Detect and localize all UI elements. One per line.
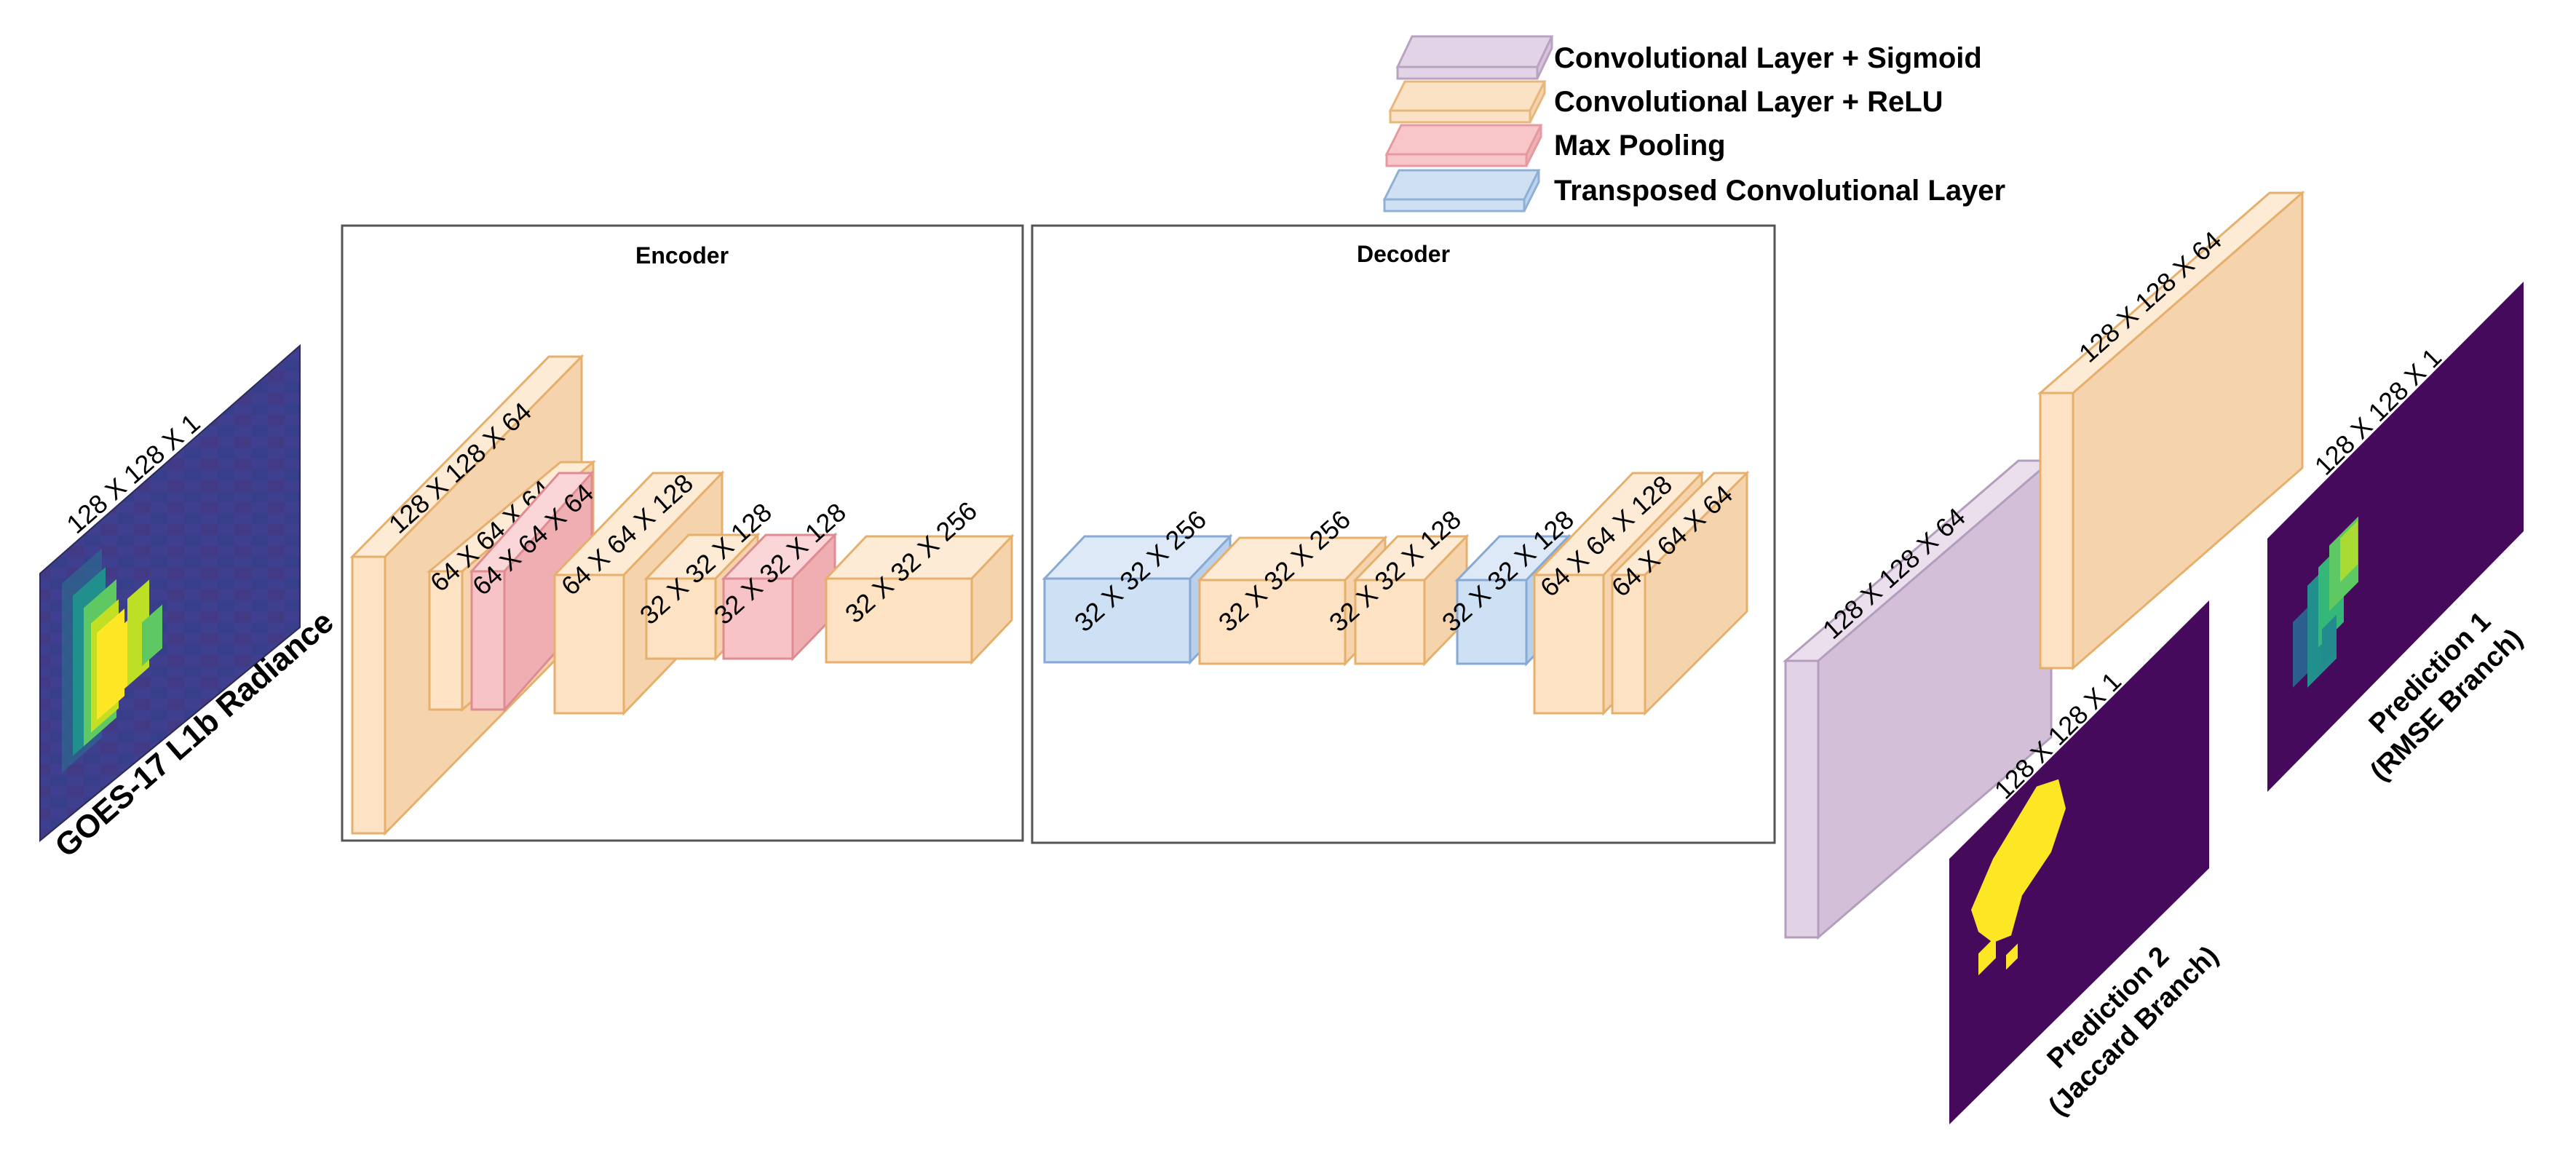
encoder-frame (341, 224, 1024, 842)
legend-label-relu: Convolutional Layer + ReLU (1554, 86, 1943, 118)
legend-label-transposed: Transposed Convolutional Layer (1554, 175, 2005, 207)
legend-swatch-sigmoid (1395, 35, 1554, 68)
output-prediction-1: 128 X 128 X 1 Prediction 1 (RMSE Branch) (2267, 282, 2529, 792)
legend-item-transposed: Transposed Convolutional Layer (1382, 169, 2005, 213)
legend-swatch-pool (1384, 124, 1543, 156)
prediction-2-panel (1949, 600, 2209, 1124)
encoder-block: Encoder (341, 224, 1024, 842)
decoder-title: Decoder (1357, 241, 1450, 267)
encoder-title: Encoder (635, 242, 729, 269)
legend-item-relu: Convolutional Layer + ReLU (1388, 80, 1943, 124)
encoder-layer-7-side (970, 533, 1013, 665)
relu-head-layer-front (2039, 392, 2074, 670)
decoder-layer-6-side (1644, 470, 1748, 716)
legend-swatch-relu (1388, 80, 1547, 112)
legend-swatch-transposed (1382, 169, 1541, 201)
legend-item-pool: Max Pooling (1384, 124, 1726, 167)
encoder-layer-7: 32 X 32 X 256 (823, 496, 1015, 665)
legend-label-pool: Max Pooling (1554, 130, 1726, 162)
input-image: 128 X 128 X 1 GOES-17 L1b Radiance (39, 344, 341, 865)
decoder-layer-5-front (1533, 573, 1605, 715)
legend: Convolutional Layer + Sigmoid Convolutio… (1382, 35, 2005, 213)
encoder-layer-1-front (351, 555, 387, 835)
prediction-1-panel (2267, 282, 2524, 792)
decoder-block: Decoder (1031, 224, 1776, 844)
legend-label-sigmoid: Convolutional Layer + Sigmoid (1554, 42, 1982, 74)
sigmoid-head-layer-side (1817, 458, 2053, 940)
sigmoid-head-layer-front (1784, 659, 1820, 939)
relu-head-layer-side (2072, 190, 2304, 671)
encoder-layer-4-front (553, 573, 625, 715)
decoder-frame (1031, 224, 1776, 844)
legend-item-sigmoid: Convolutional Layer + Sigmoid (1395, 35, 1982, 80)
relu-head-layer: 128 X 128 X 64 (2037, 190, 2305, 671)
